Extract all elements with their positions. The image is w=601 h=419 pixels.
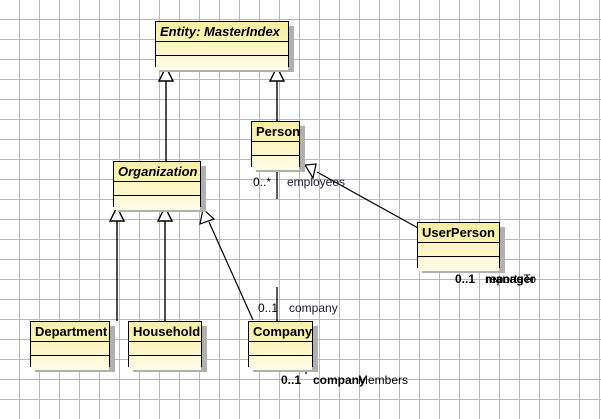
class-box-masterindex[interactable]: Entity: MasterIndex [155,21,289,70]
class-name-person: Person [252,122,299,142]
class-name-department: Department [31,322,109,342]
class-box-userperson[interactable]: UserPerson [417,222,500,271]
class-attributes-company [249,342,312,356]
label-manager-multiplicity: 0..1 [455,272,476,286]
class-name-organization: Organization [114,162,200,182]
generalization-userperson-person [303,163,419,229]
class-name-household: Household [129,322,201,342]
class-attributes-person [252,142,299,156]
class-operations-department [31,356,109,370]
generalization-household-organization [156,205,174,321]
class-box-department[interactable]: Department [30,321,110,370]
class-operations-person [252,156,299,170]
generalization-department-organization [108,205,126,321]
label-employees-multiplicity: 0..* [253,175,272,189]
class-name-masterindex: Entity: MasterIndex [156,22,288,42]
class-box-person[interactable]: Person [251,121,300,170]
class-operations-masterindex [156,56,288,70]
label-company-members-role-suffix: Members [358,373,409,387]
class-name-userperson: UserPerson [418,223,499,243]
class-operations-household [129,356,201,370]
class-box-company[interactable]: Company [248,321,313,370]
class-operations-organization [114,196,200,210]
class-operations-company [249,356,312,370]
class-attributes-department [31,342,109,356]
class-name-company: Company [249,322,312,342]
class-box-organization[interactable]: Organization [113,161,201,210]
label-company-members-multiplicity: 0..1 [281,373,302,387]
class-attributes-userperson [418,243,499,257]
label-employees-role: employees [287,175,346,189]
label-company-multiplicity: 0..1 [258,301,279,315]
label-company-members-role: company [313,373,366,387]
label-company-role: company [289,301,338,315]
label-manager-role: manager [485,272,536,286]
label-reportsto-role: reportsTo [486,272,537,286]
class-attributes-masterindex [156,42,288,56]
generalization-company-organization [199,207,254,321]
class-attributes-organization [114,182,200,196]
class-box-household[interactable]: Household [128,321,202,370]
generalization-organization-masterindex [157,65,175,161]
class-operations-userperson [418,257,499,271]
generalization-person-masterindex [268,65,286,121]
class-attributes-household [129,342,201,356]
